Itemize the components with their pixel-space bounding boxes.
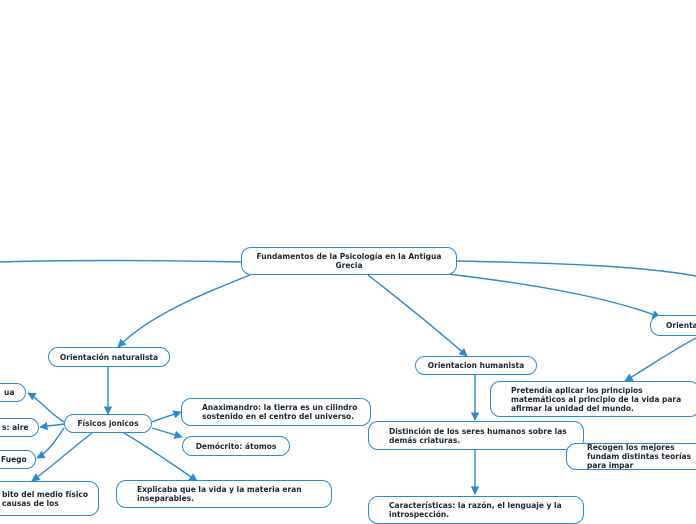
- node-fisicos-jonicos[interactable]: Físicos jonicos: [64, 414, 152, 433]
- node-pretendia-label: Pretendía aplicar los principios matemát…: [511, 385, 682, 413]
- node-agua[interactable]: ua: [0, 383, 26, 402]
- node-recogen[interactable]: Recogen los mejores fundam distintas teo…: [566, 443, 696, 470]
- edge-fisicos-agua: [27, 392, 65, 423]
- edge-fisicos-explicaba: [123, 432, 198, 482]
- node-ambito-medio-fisico-label: bito del medio físico causas de los: [2, 489, 88, 508]
- node-distincion-seres-humanos[interactable]: Distinción de los seres humanos sobre la…: [368, 421, 584, 450]
- root-node-label: Fundamentos de la Psicología en la Antig…: [256, 252, 442, 270]
- root-node[interactable]: Fundamentos de la Psicología en la Antig…: [241, 247, 457, 275]
- node-distincion-seres-humanos-label: Distinción de los seres humanos sobre la…: [389, 426, 567, 445]
- node-explicaba-label: Explicaba que la vida y la materia eran …: [137, 485, 302, 503]
- edge-root-humanista: [367, 274, 468, 357]
- node-aire[interactable]: s: aire: [0, 418, 39, 437]
- node-agua-label: ua: [4, 388, 15, 397]
- node-democrito[interactable]: Demócrito: átomos: [182, 436, 290, 456]
- edge-orientac-pretendia: [624, 337, 696, 382]
- node-pretendia[interactable]: Pretendía aplicar los principios matemát…: [490, 381, 696, 417]
- node-explicaba[interactable]: Explicaba que la vida y la materia eran …: [116, 480, 332, 508]
- node-anaximandro-label: Anaximandro: la tierra es un cilindro so…: [202, 403, 358, 421]
- node-aire-label: s: aire: [2, 423, 29, 432]
- node-orientac-right-label: Orientac: [666, 321, 696, 330]
- edge-fisicos-anaximandro: [151, 410, 182, 423]
- edge-fisicos-aire: [39, 421, 65, 431]
- edge-root-orientac: [447, 273, 661, 319]
- node-fisicos-jonicos-label: Físicos jonicos: [77, 419, 139, 428]
- node-fuego-label: Fuego: [1, 455, 27, 464]
- node-orientacion-humanista-label: Orientacion humanista: [427, 361, 525, 370]
- edge-root-naturalista: [117, 274, 251, 348]
- node-caracteristicas[interactable]: Características: la razón, el lenguaje y…: [368, 496, 584, 524]
- edge-root-right-offscreen: [455, 260, 696, 277]
- node-democrito-label: Demócrito: átomos: [195, 441, 277, 451]
- node-orientacion-naturalista-label: Orientación naturalista: [59, 352, 159, 362]
- node-anaximandro[interactable]: Anaximandro: la tierra es un cilindro so…: [181, 398, 371, 426]
- node-orientacion-naturalista[interactable]: Orientación naturalista: [48, 347, 170, 367]
- edge-fisicos-fuego: [36, 427, 65, 459]
- edge-fisicos-democrito: [151, 427, 183, 439]
- node-caracteristicas-label: Características: la razón, el lenguaje y…: [389, 501, 562, 519]
- node-fuego[interactable]: Fuego: [0, 450, 36, 469]
- node-ambito-medio-fisico[interactable]: bito del medio físico causas de los: [0, 481, 99, 516]
- node-orientacion-humanista[interactable]: Orientacion humanista: [415, 356, 537, 375]
- node-orientac-right[interactable]: Orientac: [650, 315, 696, 336]
- edge-fisicos-ambito: [31, 432, 93, 482]
- node-recogen-label: Recogen los mejores fundam distintas teo…: [587, 443, 692, 470]
- edge-root-left-offscreen: [0, 259, 242, 263]
